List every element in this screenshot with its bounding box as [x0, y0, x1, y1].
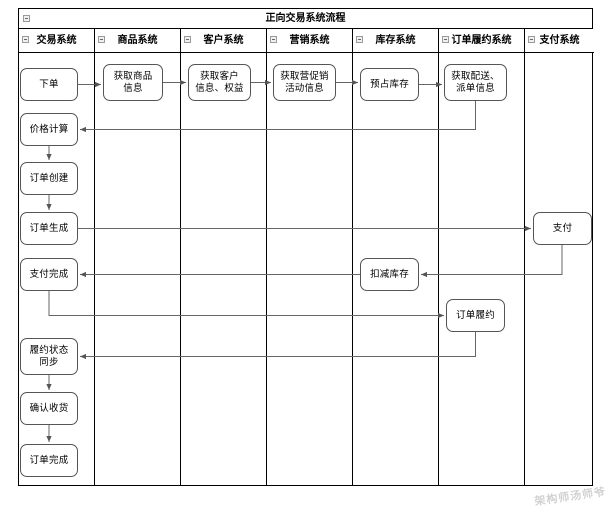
node-place-order[interactable]: 下单	[20, 68, 78, 101]
lane-trade: 交易系统	[19, 29, 95, 486]
node-label-deduct-inventory: 扣减库存	[370, 268, 409, 280]
lane-header-fulfillment: 订单履约系统	[439, 29, 524, 53]
node-label-order-creation: 订单创建	[29, 172, 69, 184]
node-order-fulfillment[interactable]: 订单履约	[446, 299, 505, 332]
node-reserve-inventory[interactable]: 预占库存	[360, 68, 419, 101]
lane-payment: 支付系统	[525, 29, 594, 486]
node-fulfillment-status-sync[interactable]: 履约状态同步	[20, 338, 78, 375]
node-label-fetch-delivery-info: 获取配送、派单信息	[451, 70, 500, 94]
lane-product: 商品系统	[95, 29, 181, 486]
node-fetch-promotion-info[interactable]: 获取营促销活动信息	[273, 64, 336, 101]
lane-marketing: 营销系统	[267, 29, 353, 486]
node-label-confirm-receipt: 确认收货	[29, 402, 69, 414]
node-order-generated[interactable]: 订单生成	[20, 212, 78, 245]
node-label-fetch-customer-info: 获取客户信息、权益	[195, 70, 244, 94]
node-label-fulfillment-status-sync: 履约状态同步	[29, 344, 69, 368]
node-order-creation[interactable]: 订单创建	[20, 162, 78, 195]
watermark: 架构师汤师爷	[533, 486, 607, 509]
lane-label-customer: 客户系统	[203, 35, 244, 46]
node-label-fetch-promotion-info: 获取营促销活动信息	[280, 70, 329, 94]
lane-header-payment: 支付系统	[525, 29, 594, 53]
node-payment-completed[interactable]: 支付完成	[20, 258, 78, 291]
lane-label-trade: 交易系统	[36, 35, 77, 46]
node-label-order-fulfillment: 订单履约	[456, 309, 495, 321]
lane-header-product: 商品系统	[95, 29, 180, 53]
lane-header-customer: 客户系统	[181, 29, 266, 53]
collapse-icon-lane-fulfillment[interactable]	[442, 36, 449, 43]
collapse-icon-lane-trade[interactable]	[22, 36, 29, 43]
node-deduct-inventory[interactable]: 扣减库存	[360, 258, 419, 291]
lane-label-marketing: 营销系统	[289, 35, 330, 46]
collapse-icon-lane-customer[interactable]	[184, 36, 191, 43]
lane-label-fulfillment: 订单履约系统	[451, 35, 512, 46]
collapse-icon-lane-inventory[interactable]	[356, 36, 363, 43]
lane-label-product: 商品系统	[117, 35, 158, 46]
collapse-icon-lane-payment[interactable]	[528, 36, 535, 43]
collapse-icon-lane-product[interactable]	[98, 36, 105, 43]
node-fetch-customer-info[interactable]: 获取客户信息、权益	[188, 64, 251, 101]
collapse-icon-pool[interactable]	[23, 15, 30, 22]
lane-label-inventory: 库存系统	[375, 35, 416, 46]
node-label-fetch-product-info: 获取商品信息	[113, 70, 153, 94]
node-label-place-order: 下单	[39, 78, 59, 90]
node-label-order-completed: 订单完成	[29, 454, 69, 466]
node-confirm-receipt[interactable]: 确认收货	[20, 392, 78, 425]
node-fetch-product-info[interactable]: 获取商品信息	[103, 64, 163, 101]
lane-label-payment: 支付系统	[539, 35, 580, 46]
node-label-payment: 支付	[552, 222, 573, 234]
diagram-title: 正向交易系统流程	[19, 9, 592, 29]
node-label-order-generated: 订单生成	[29, 222, 69, 234]
lane-header-inventory: 库存系统	[353, 29, 438, 53]
collapse-icon-lane-marketing[interactable]	[270, 36, 277, 43]
node-fetch-delivery-info[interactable]: 获取配送、派单信息	[444, 64, 507, 101]
lane-customer: 客户系统	[181, 29, 267, 486]
node-payment[interactable]: 支付	[533, 212, 592, 245]
lane-header-marketing: 营销系统	[267, 29, 352, 53]
node-label-reserve-inventory: 预占库存	[370, 78, 409, 90]
node-price-calculation[interactable]: 价格计算	[20, 113, 78, 146]
node-label-price-calculation: 价格计算	[29, 123, 69, 135]
lane-header-trade: 交易系统	[19, 29, 94, 53]
node-order-completed[interactable]: 订单完成	[20, 444, 78, 477]
node-label-payment-completed: 支付完成	[29, 268, 69, 280]
